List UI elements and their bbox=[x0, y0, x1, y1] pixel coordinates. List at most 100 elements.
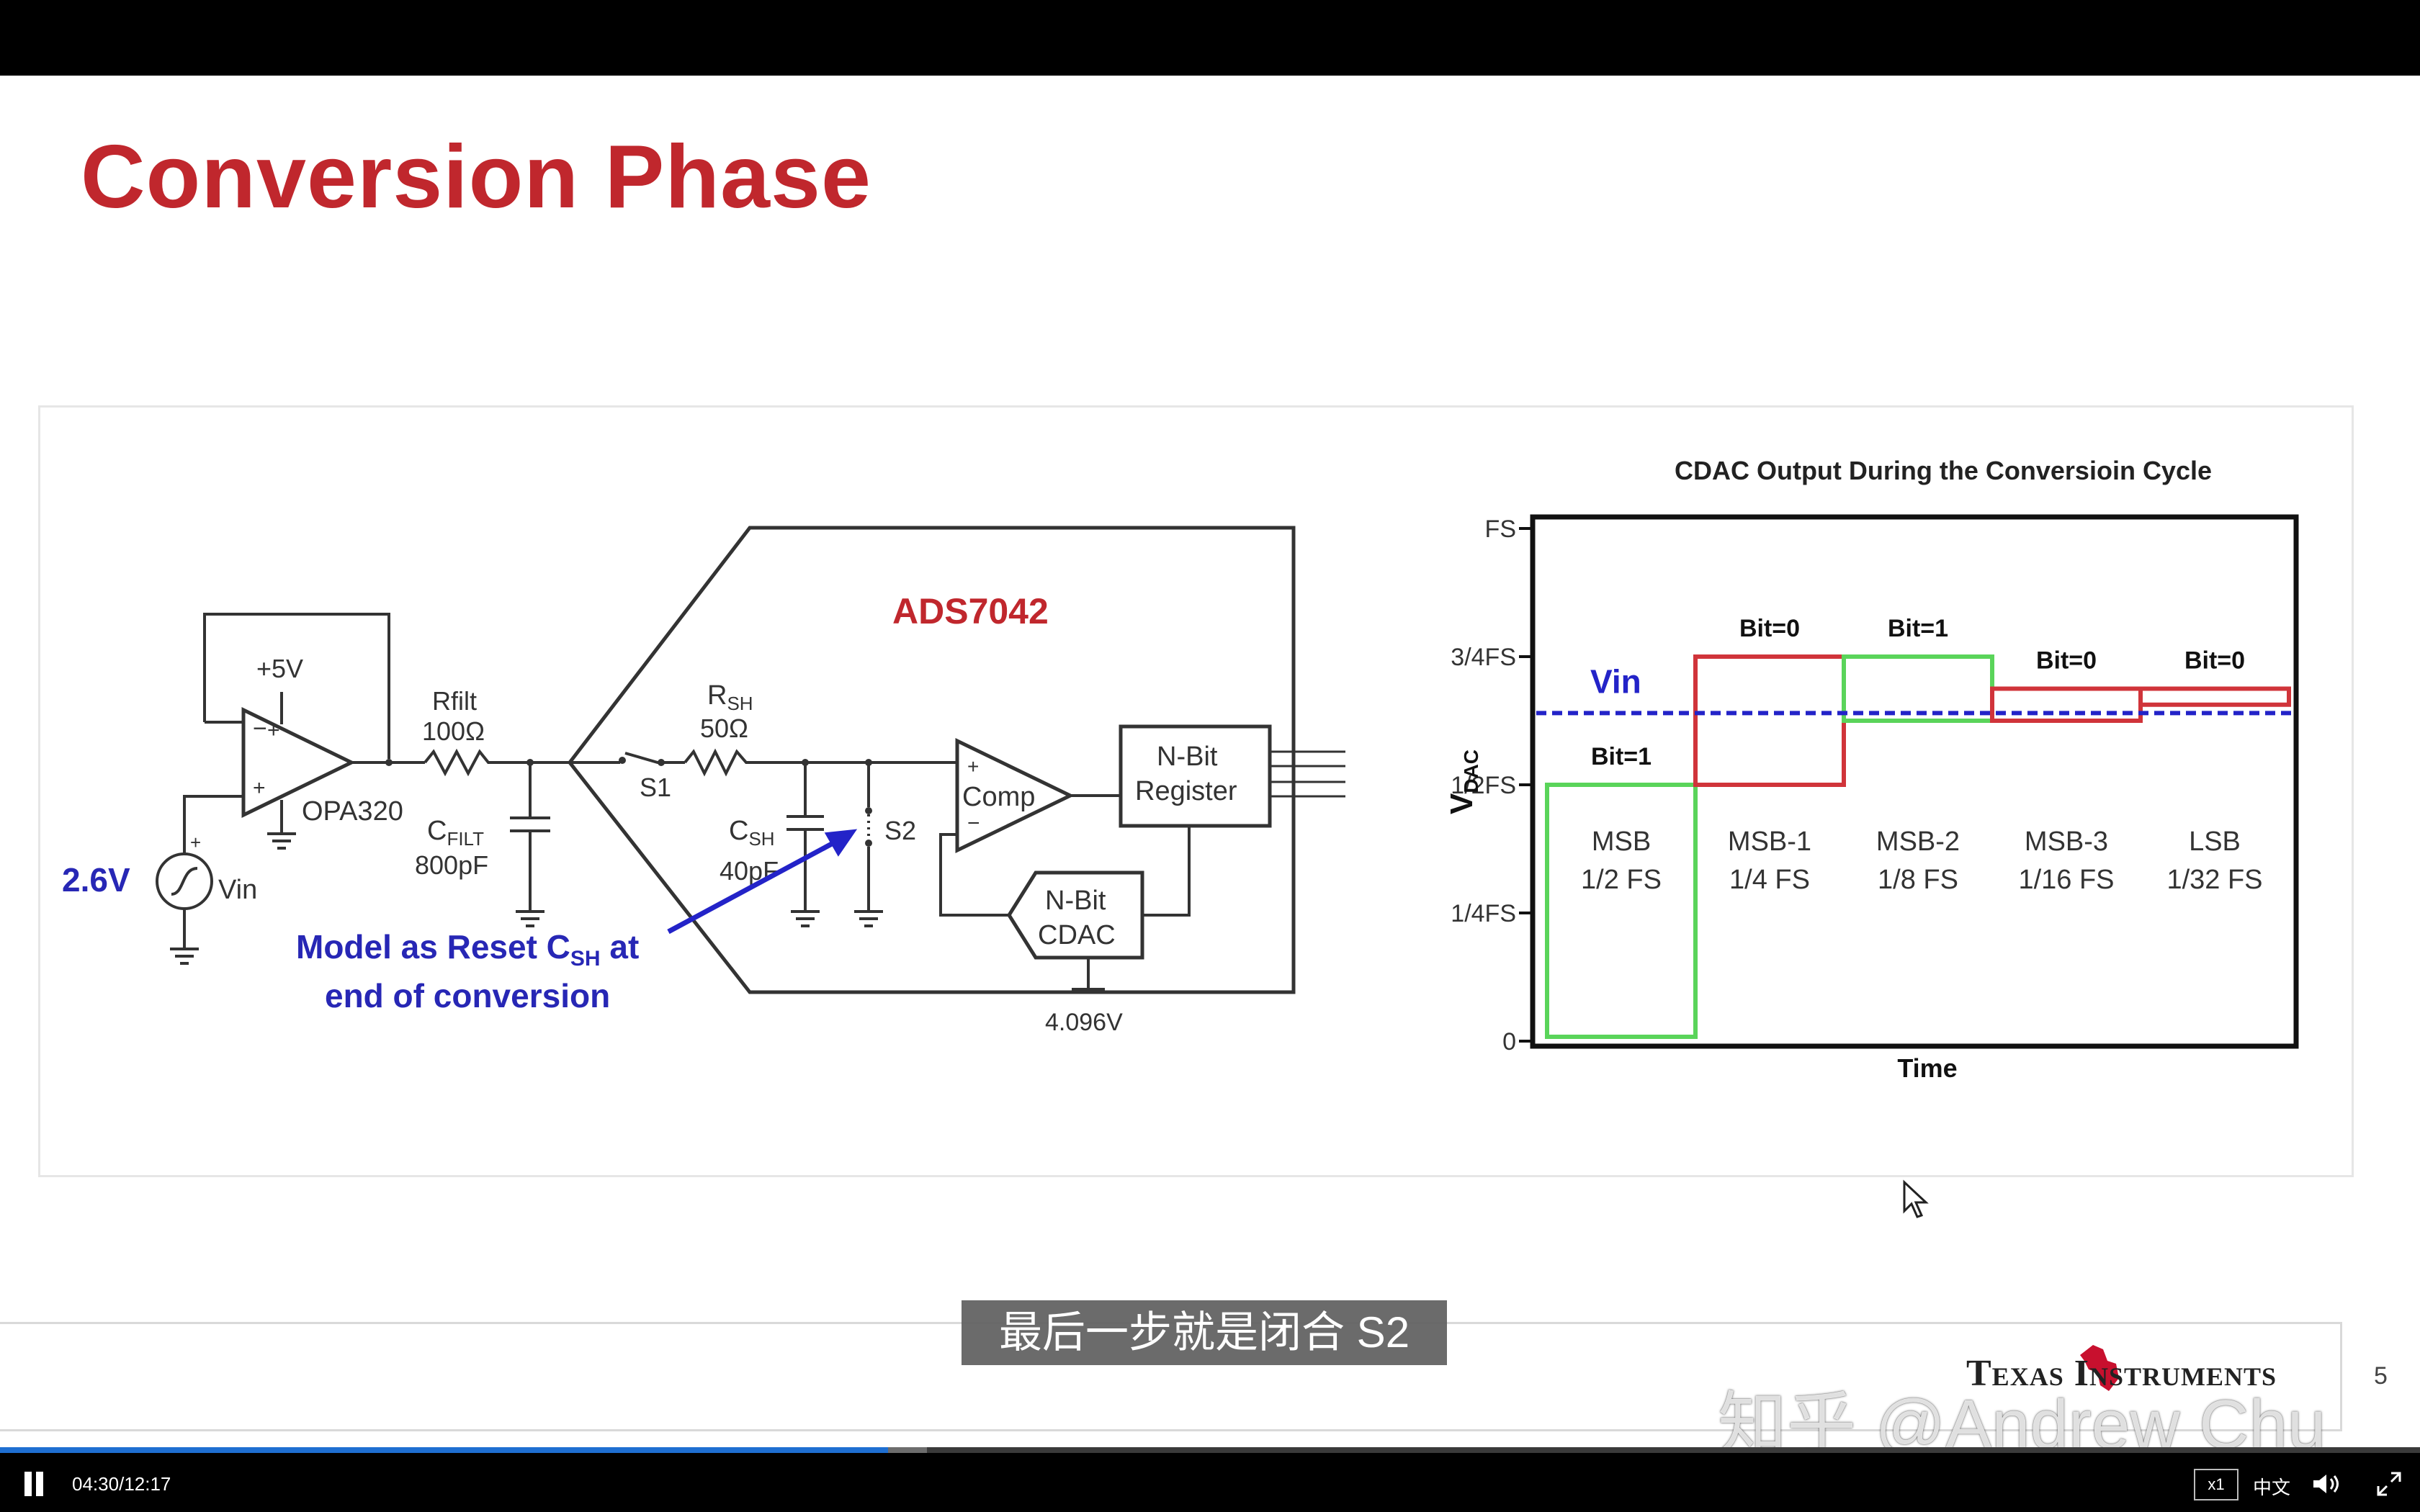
opamp-symbol bbox=[241, 707, 356, 818]
s1-label: S1 bbox=[640, 773, 671, 802]
s2-label: S2 bbox=[884, 816, 916, 845]
input-wire bbox=[183, 795, 243, 854]
annotation-line1b: at bbox=[601, 928, 640, 966]
letterbox-top bbox=[0, 0, 2420, 76]
pause-button[interactable] bbox=[22, 1472, 46, 1496]
rfilt-resistor bbox=[424, 748, 530, 777]
step-bar bbox=[1990, 686, 2143, 723]
svg-text:−: − bbox=[253, 715, 267, 742]
chart-title: CDAC Output During the Conversioin Cycle bbox=[1675, 456, 2212, 485]
comp-plus: + bbox=[967, 755, 979, 778]
volume-icon bbox=[2313, 1475, 2326, 1493]
vin-series: Vin bbox=[1536, 662, 2293, 716]
subtitle-caption: 最后一步就是闭合 S2 bbox=[962, 1300, 1448, 1365]
csh-name: C bbox=[729, 816, 748, 846]
rfilt-value: 100Ω bbox=[422, 716, 485, 746]
s2-switch bbox=[854, 762, 883, 927]
x-axis-label: Time bbox=[1897, 1053, 1957, 1083]
cfilt-sub: FILT bbox=[447, 828, 484, 850]
csh-capacitor bbox=[786, 762, 824, 927]
speed-button[interactable]: x1 bbox=[2194, 1469, 2238, 1500]
vin-label: Vin bbox=[1590, 662, 1641, 700]
step-name: MSB-2 bbox=[1876, 827, 1960, 857]
step-weight: 1/8 FS bbox=[1878, 865, 1958, 895]
cfilt-capacitor bbox=[510, 762, 550, 927]
svg-text:CSH: CSH bbox=[729, 816, 775, 850]
source-voltage: 2.6V bbox=[62, 861, 130, 899]
rsh-resistor bbox=[684, 748, 805, 777]
step-weight: 1/4 FS bbox=[1729, 865, 1810, 895]
supply-label: +5V bbox=[256, 654, 303, 683]
source-label: Vin bbox=[218, 875, 257, 905]
progress-bar[interactable] bbox=[0, 1447, 2420, 1453]
progress-played bbox=[0, 1447, 889, 1453]
opamp-label: OPA320 bbox=[302, 796, 403, 827]
annotation-sub: SH bbox=[570, 947, 601, 971]
step-weight: 1/16 FS bbox=[2018, 865, 2114, 895]
rsh-sub: SH bbox=[727, 693, 753, 714]
cdac-line1: N-Bit bbox=[1045, 886, 1106, 916]
circuit-diagram: − + + +5V OPA320 + 2.6V Vin Rfilt 100Ω C… bbox=[62, 526, 1345, 1036]
cfilt-value: 800pF bbox=[415, 850, 488, 880]
comp-minus: − bbox=[967, 811, 980, 835]
csh-value: 40pF bbox=[720, 856, 779, 886]
svg-text:+: + bbox=[253, 776, 266, 800]
source-ground bbox=[170, 909, 199, 965]
y-tick-label: FS bbox=[1485, 516, 1516, 543]
fullscreen-button[interactable] bbox=[2377, 1472, 2401, 1496]
svg-text:+: + bbox=[267, 719, 280, 742]
bit-label: Bit=0 bbox=[1739, 615, 1800, 642]
opamp-ground-wire bbox=[267, 800, 296, 850]
feedback-wire bbox=[203, 613, 390, 759]
rfilt-name: Rfilt bbox=[432, 686, 477, 716]
pause-icon-bar bbox=[36, 1472, 43, 1496]
bit-label: Bit=1 bbox=[1888, 615, 1948, 642]
register-line1: N-Bit bbox=[1157, 742, 1218, 772]
duration: 12:17 bbox=[124, 1473, 171, 1495]
texas-instruments-logo bbox=[2080, 1345, 2119, 1391]
bit-label: Bit=1 bbox=[1591, 743, 1652, 770]
cdac-feedback bbox=[939, 833, 1009, 917]
player-controls: 04:30/12:17 x1 中文 bbox=[0, 1447, 2420, 1512]
time-separator: / bbox=[119, 1473, 125, 1495]
page-number: 5 bbox=[2374, 1362, 2388, 1390]
csh-sub: SH bbox=[748, 828, 774, 850]
source-step bbox=[171, 867, 198, 896]
s1-switch bbox=[570, 752, 685, 764]
volume-button[interactable] bbox=[2312, 1472, 2344, 1496]
register-block bbox=[1119, 724, 1272, 828]
chip-outline bbox=[567, 526, 1296, 994]
y-axis-label-main: V bbox=[1444, 793, 1479, 814]
step-bar bbox=[1545, 783, 1698, 1039]
annotation-line1a: Model as Reset C bbox=[296, 928, 570, 966]
bit-label: Bit=0 bbox=[2036, 647, 2097, 675]
register-to-cdac bbox=[1142, 826, 1191, 917]
chip-label: ADS7042 bbox=[892, 591, 1049, 631]
cfilt-name: C bbox=[427, 816, 447, 846]
rsh-value: 50Ω bbox=[700, 714, 748, 743]
annotation-arrow bbox=[667, 837, 841, 935]
step-bar bbox=[2138, 686, 2291, 707]
bit-label: Bit=0 bbox=[2184, 647, 2245, 675]
current-time: 04:30 bbox=[72, 1473, 120, 1495]
time-display: 04:30/12:17 bbox=[72, 1473, 171, 1495]
y-tick-label: 3/4FS bbox=[1451, 644, 1516, 671]
step-name: MSB bbox=[1592, 827, 1651, 857]
vref-label: 4.096V bbox=[1045, 1009, 1123, 1036]
cdac-chart: CDAC Output During the Conversioin Cycle… bbox=[1444, 456, 2299, 1083]
fullscreen-icon bbox=[2377, 1472, 2401, 1496]
svg-text:Model as Reset CSH at: Model as Reset CSH at bbox=[296, 928, 639, 971]
brand-name: Texas Instruments bbox=[1966, 1353, 2277, 1394]
language-button[interactable]: 中文 bbox=[2253, 1477, 2291, 1498]
svg-text:+: + bbox=[190, 832, 201, 853]
cdac-line2: CDAC bbox=[1038, 920, 1116, 950]
svg-text:CFILT: CFILT bbox=[427, 816, 484, 850]
y-axis-label: VDAC bbox=[1444, 750, 1482, 814]
svg-text:RSH: RSH bbox=[707, 680, 753, 714]
step-weight: 1/32 FS bbox=[2166, 865, 2262, 895]
y-tick-label: 1/4FS bbox=[1451, 900, 1516, 927]
cdac-block bbox=[1007, 870, 1144, 960]
